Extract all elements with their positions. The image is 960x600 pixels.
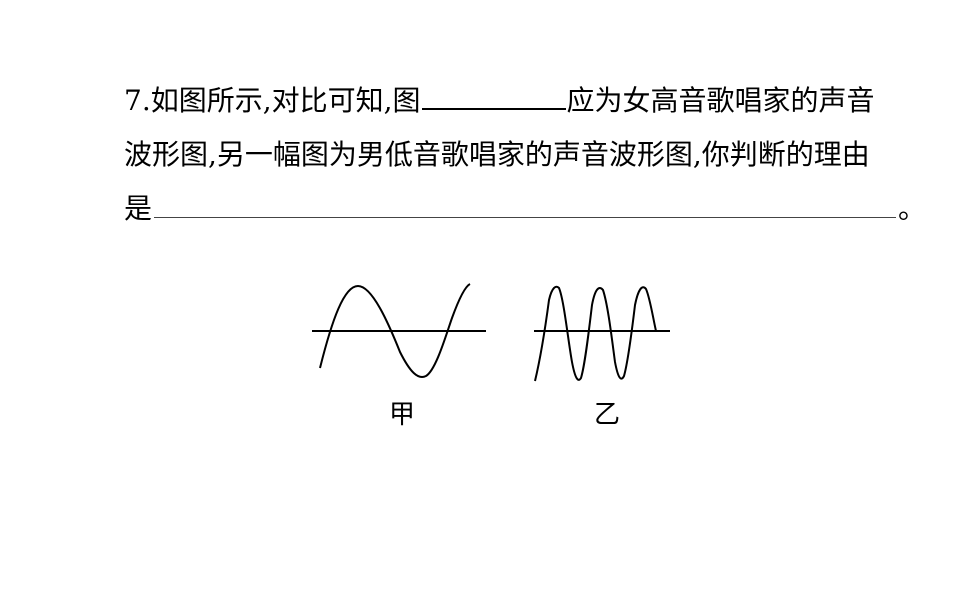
question-text-line1-after-blank: 应为女高音歌唱家的声音 bbox=[566, 84, 875, 117]
question-line-1: 7.如图所示,对比可知,图 应为女高音歌唱家的声音 bbox=[124, 74, 875, 128]
question-line-3: 是。 bbox=[124, 182, 926, 236]
question-text-line1-before-blank: 如图所示,对比可知,图 bbox=[150, 84, 421, 117]
waveform-left-curve bbox=[319, 283, 471, 378]
question-text-line3-end: 。 bbox=[898, 192, 927, 225]
answer-blank-reason[interactable] bbox=[154, 187, 897, 218]
question-text-line3-before-blank: 是 bbox=[124, 192, 153, 225]
figure-label-right: 乙 bbox=[594, 400, 621, 430]
question-line-2: 波形图,另一幅图为男低音歌唱家的声音波形图,你判断的理由 bbox=[124, 128, 870, 182]
question-number: 7. bbox=[124, 84, 151, 117]
question-text-line2: 波形图,另一幅图为男低音歌唱家的声音波形图,你判断的理由 bbox=[124, 138, 870, 171]
answer-blank-figure[interactable] bbox=[421, 78, 566, 110]
figure-label-left: 甲 bbox=[389, 400, 416, 430]
waveform-right-curve bbox=[534, 285, 657, 382]
